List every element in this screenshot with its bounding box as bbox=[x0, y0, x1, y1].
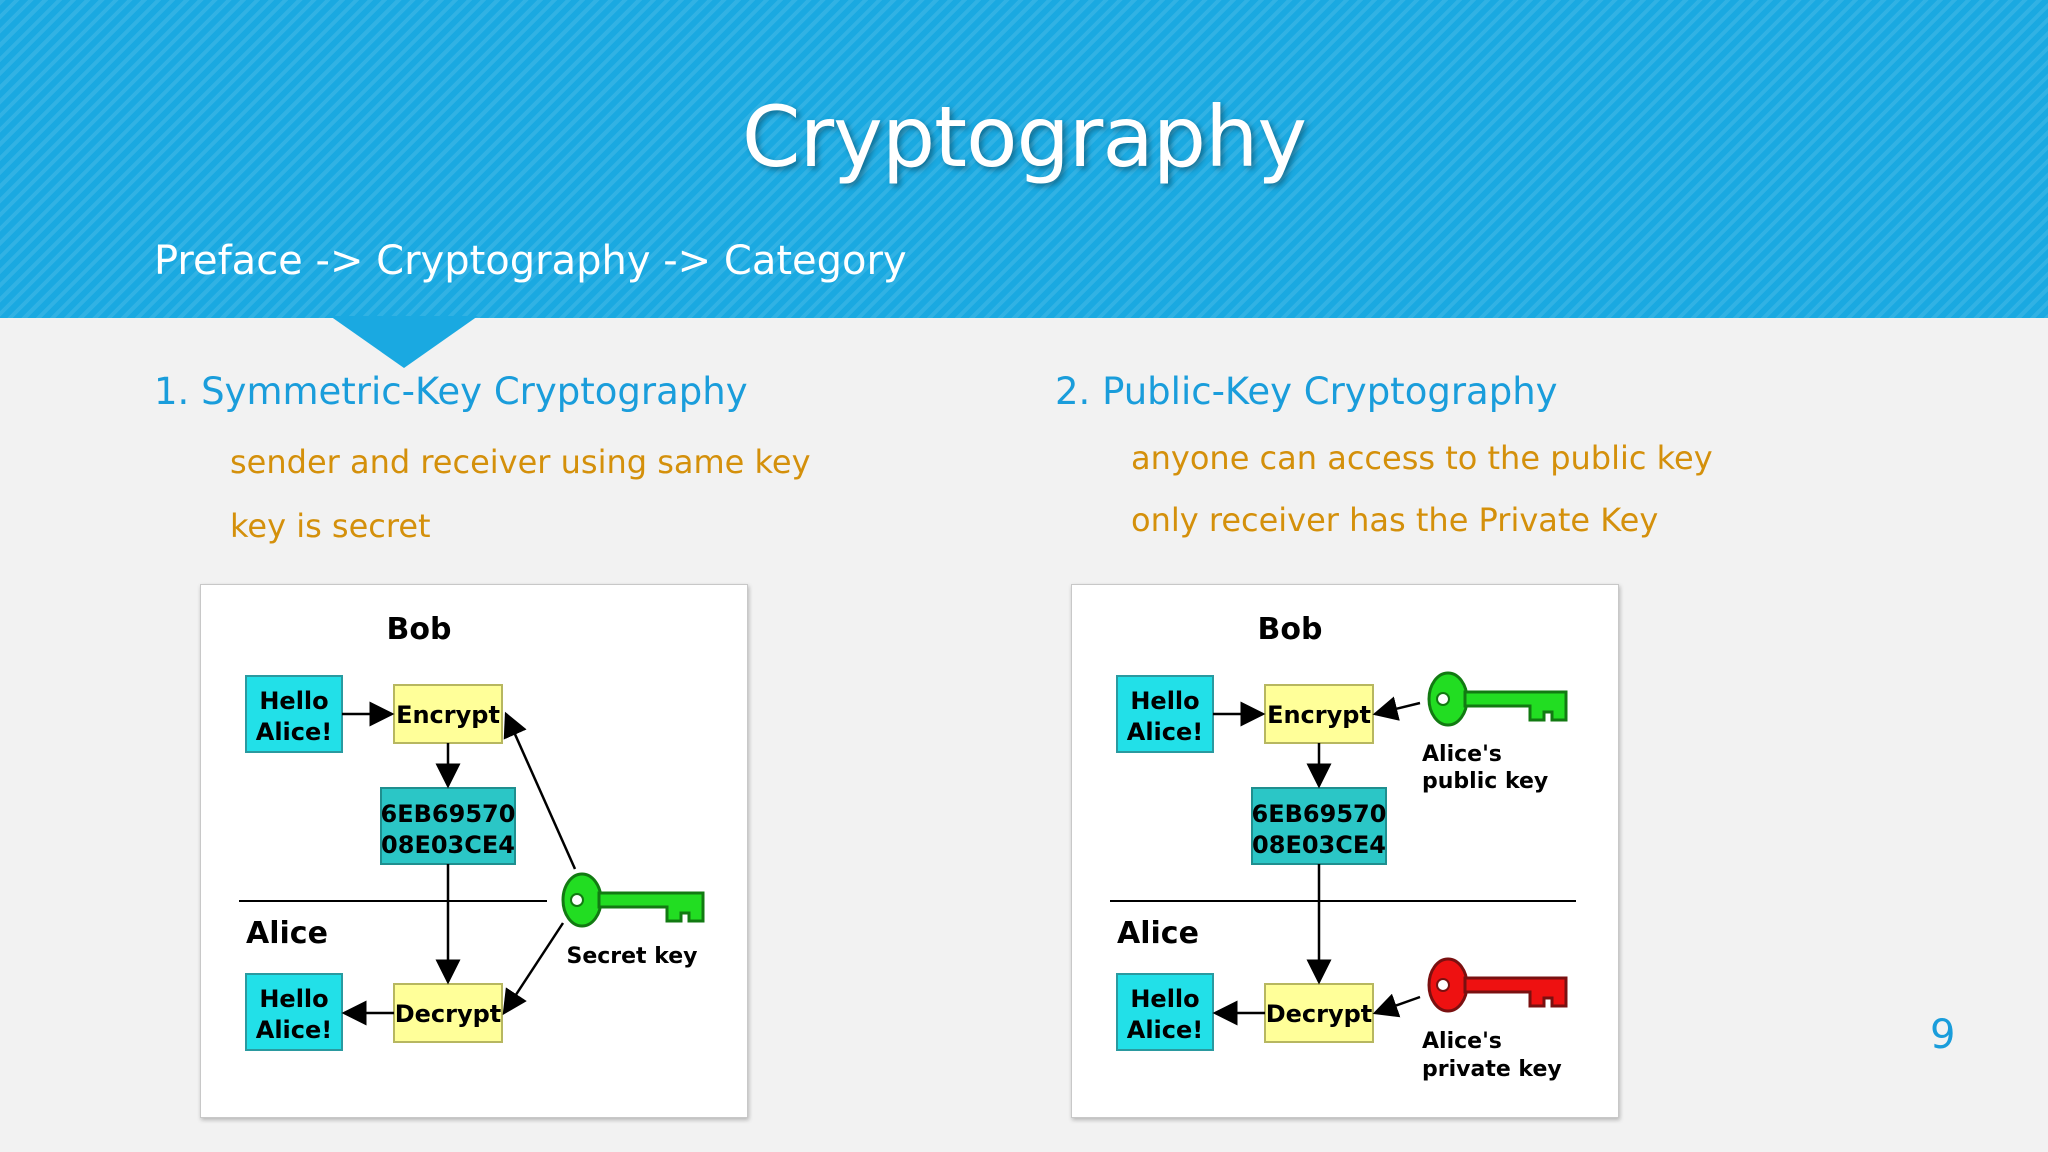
public-key-heading: 2. Public-Key Cryptography bbox=[1055, 370, 1558, 413]
page-number: 9 bbox=[1930, 1012, 1956, 1058]
plaintext-bottom-line-2: Alice! bbox=[1127, 1016, 1203, 1044]
symmetric-key-diagram: Bob Alice Hello Alice! Encrypt 6EB69570 … bbox=[200, 584, 748, 1118]
private-key-hole bbox=[1436, 978, 1450, 992]
public-key-bullet-1: anyone can access to the public key bbox=[1131, 439, 1713, 477]
bob-label: Bob bbox=[1258, 612, 1323, 647]
secret-key-icon bbox=[561, 872, 705, 928]
breadcrumb: Preface -> Cryptography -> Category bbox=[154, 238, 907, 284]
public-key-label-line-2: public key bbox=[1422, 769, 1548, 794]
public-key-blade bbox=[1463, 690, 1568, 722]
encrypt-box bbox=[393, 684, 503, 744]
slide-title: Cryptography bbox=[741, 88, 1307, 186]
ciphertext-line-1: 6EB69570 bbox=[381, 800, 516, 828]
private-key-label-line-2: private key bbox=[1422, 1057, 1562, 1082]
arrow-public-key-to-encrypt bbox=[1372, 696, 1421, 721]
alice-label: Alice bbox=[246, 916, 328, 951]
ciphertext-line-1: 6EB69570 bbox=[1252, 800, 1387, 828]
secret-key-blade bbox=[597, 891, 705, 923]
encrypt-label: Encrypt bbox=[396, 701, 500, 729]
symmetric-bullet-2: key is secret bbox=[230, 507, 431, 545]
ciphertext-box bbox=[380, 787, 516, 865]
plaintext-top-line-1: Hello bbox=[1130, 687, 1199, 715]
public-key-label-line-1: Alice's bbox=[1422, 742, 1502, 767]
public-key-bullet-2: only receiver has the Private Key bbox=[1131, 501, 1659, 539]
banner-notch bbox=[330, 316, 478, 368]
plaintext-box-top bbox=[1116, 675, 1214, 753]
ciphertext-box bbox=[1251, 787, 1387, 865]
ciphertext-line-2: 08E03CE4 bbox=[381, 831, 515, 859]
plaintext-bottom-line-2: Alice! bbox=[256, 1016, 332, 1044]
arrow-key-to-decrypt bbox=[502, 922, 565, 1016]
plaintext-top-line-2: Alice! bbox=[256, 718, 332, 746]
alice-label: Alice bbox=[1117, 916, 1199, 951]
secret-key-label: Secret key bbox=[566, 944, 697, 969]
arrow-private-key-to-decrypt bbox=[1372, 993, 1421, 1018]
decrypt-label: Decrypt bbox=[395, 1000, 502, 1028]
bob-label: Bob bbox=[387, 612, 452, 647]
plaintext-box-bottom bbox=[245, 973, 343, 1051]
plaintext-top-line-1: Hello bbox=[259, 687, 328, 715]
public-key-hole bbox=[1436, 692, 1450, 706]
secret-key-hole bbox=[570, 893, 584, 907]
public-key-icon bbox=[1427, 671, 1568, 727]
title-banner bbox=[0, 0, 2048, 318]
symmetric-diagram-svg: Bob Alice Hello Alice! Encrypt 6EB69570 … bbox=[239, 612, 705, 1051]
ciphertext-line-2: 08E03CE4 bbox=[1252, 831, 1386, 859]
public-key-diagram-svg: Bob Alice Hello Alice! Encrypt 6EB69570 … bbox=[1110, 612, 1576, 1082]
plaintext-bottom-line-1: Hello bbox=[1130, 985, 1199, 1013]
plaintext-box-top bbox=[245, 675, 343, 753]
arrow-key-to-encrypt bbox=[503, 711, 577, 870]
symmetric-heading: 1. Symmetric-Key Cryptography bbox=[154, 370, 748, 413]
private-key-blade bbox=[1463, 976, 1568, 1008]
private-key-icon bbox=[1427, 957, 1568, 1013]
plaintext-top-line-2: Alice! bbox=[1127, 718, 1203, 746]
private-key-label-line-1: Alice's bbox=[1422, 1029, 1502, 1054]
plaintext-bottom-line-1: Hello bbox=[259, 985, 328, 1013]
encrypt-label: Encrypt bbox=[1267, 701, 1371, 729]
public-key-diagram: Bob Alice Hello Alice! Encrypt 6EB69570 … bbox=[1071, 584, 1619, 1118]
symmetric-bullet-1: sender and receiver using same key bbox=[230, 443, 811, 481]
decrypt-label: Decrypt bbox=[1266, 1000, 1373, 1028]
